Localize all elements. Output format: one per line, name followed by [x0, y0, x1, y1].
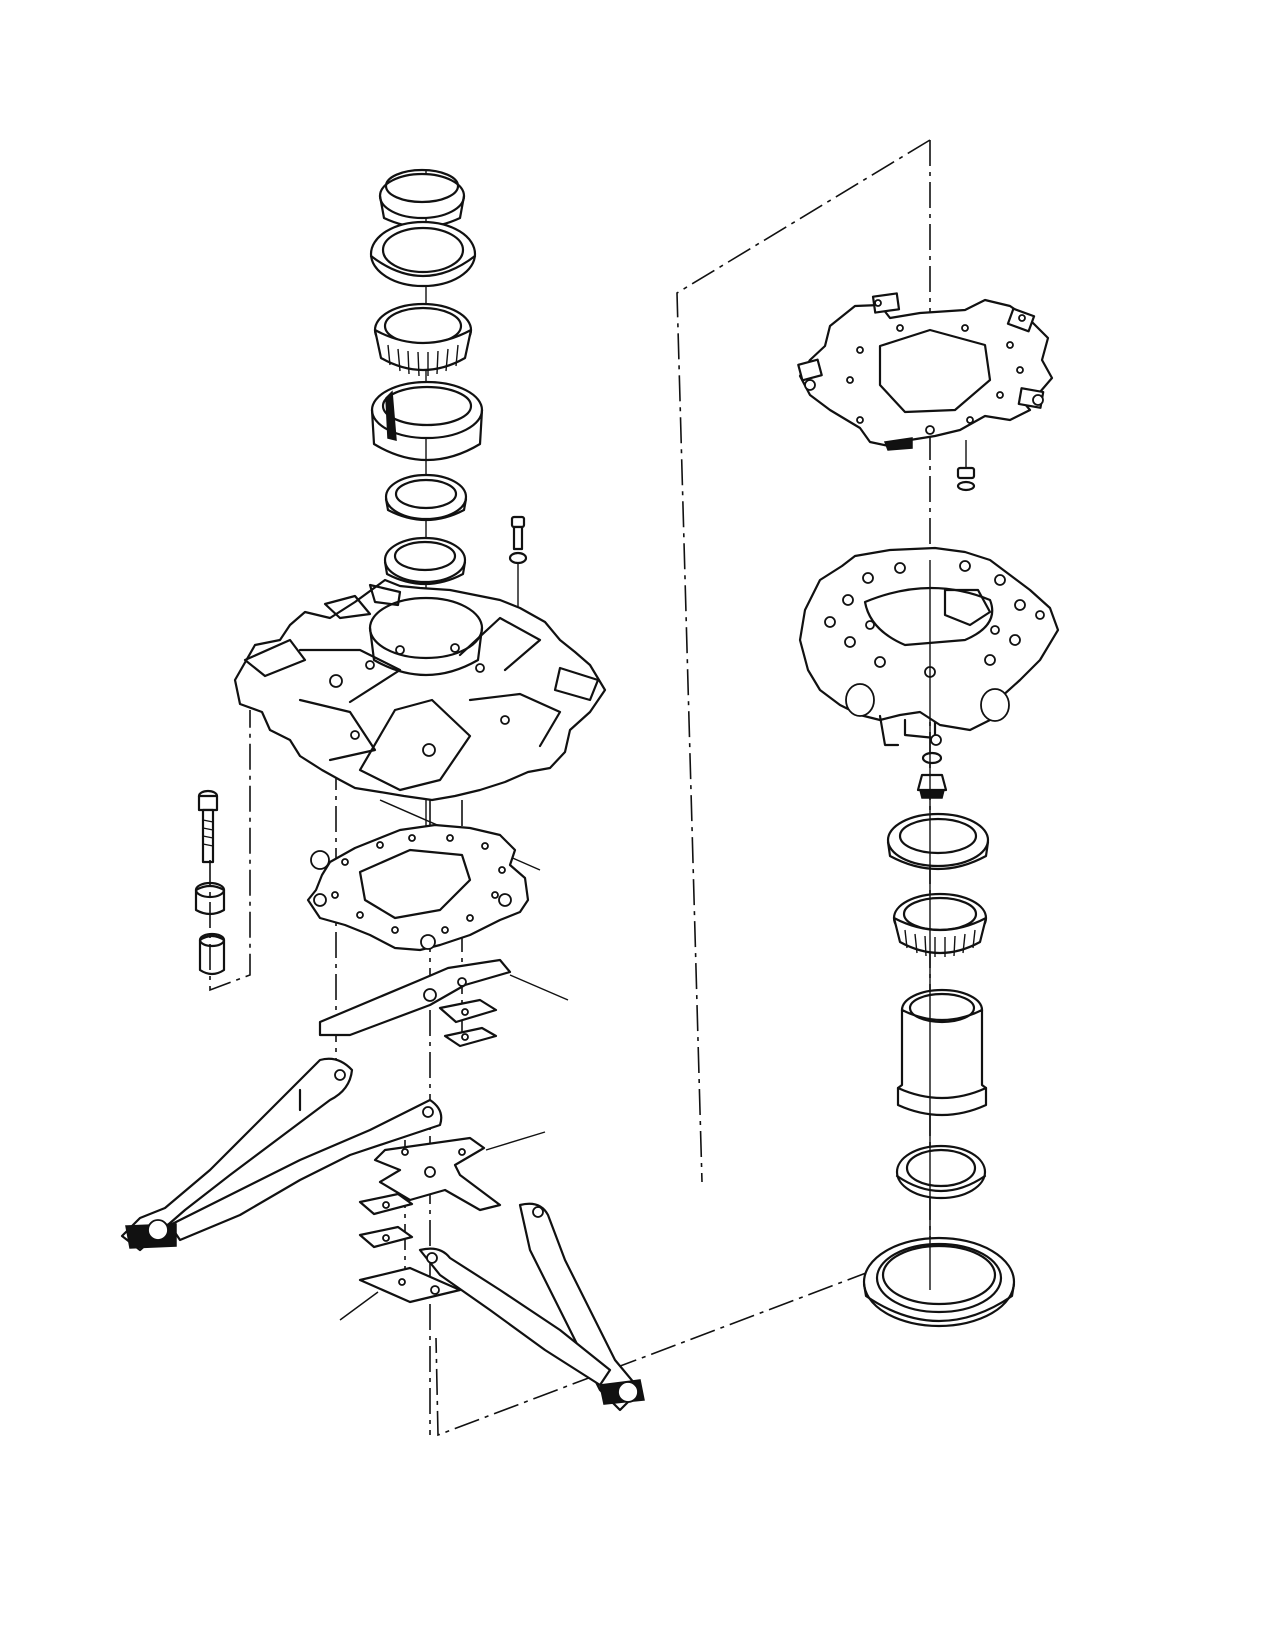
lower-shim-stack [339, 1192, 462, 1321]
bearing-cup [370, 380, 484, 461]
large-seal-right [862, 1236, 1016, 1328]
swashplate-body-right [798, 546, 1060, 747]
seal-ring-right-upper [886, 812, 990, 870]
strap-shim-long [318, 958, 569, 1037]
spacer-ring [384, 473, 468, 522]
tripod-arm-left [120, 1057, 443, 1252]
bearing-cap [378, 168, 466, 229]
sleeve-bushing-right [896, 988, 988, 1117]
top-plate-right [797, 292, 1054, 451]
small-shim-a [438, 998, 498, 1024]
cross-shim [373, 1131, 546, 1212]
tripod-arm-right [418, 1202, 645, 1412]
star-hub-assembly [233, 578, 607, 871]
stud-spacer-stack [194, 710, 251, 992]
nut-washer-right [956, 440, 976, 492]
nut-right-lower [916, 751, 948, 799]
mounting-plate [306, 823, 530, 952]
small-shim-b [443, 1026, 498, 1048]
tapered-roller-bearing-upper [373, 302, 473, 377]
seal-ring-right-lower [895, 1144, 987, 1200]
seal-ring-upper [369, 220, 477, 288]
seal-ring-lower [383, 536, 467, 586]
tapered-roller-bearing-right [892, 892, 988, 957]
